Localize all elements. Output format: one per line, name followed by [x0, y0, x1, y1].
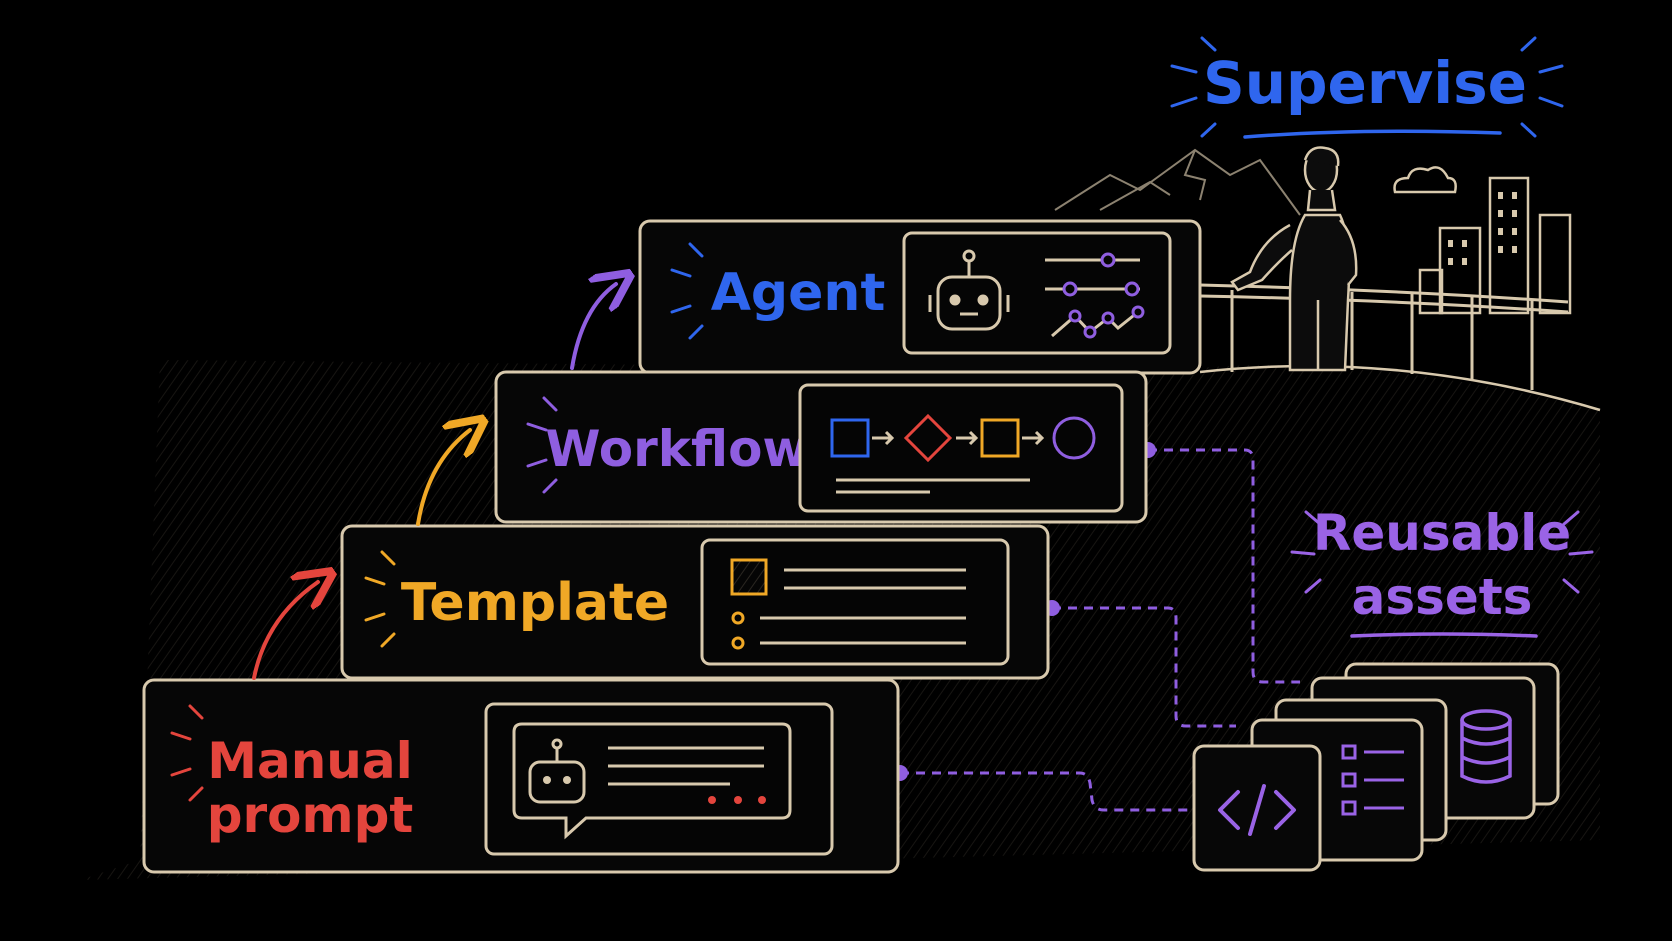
arrow-manual-to-template: [252, 582, 318, 680]
step-agent: Agent: [638, 219, 1202, 375]
asset-card-stack: [1192, 662, 1560, 872]
step-template: Template: [340, 524, 1050, 680]
city-skyline-illustration: [1418, 176, 1572, 315]
supervise-title: Supervise: [1170, 36, 1564, 139]
person-supervisor-icon: [1230, 146, 1358, 372]
step-arrows: [252, 284, 616, 680]
step-workflow: Workflow: [494, 370, 1148, 524]
step-workflow-label: Workflow: [545, 420, 808, 478]
step-agent-label: Agent: [711, 263, 886, 323]
template-list-icon: [730, 558, 966, 650]
cloud-icon: [1393, 166, 1457, 194]
reusable-assets-title: Reusable assets: [1290, 504, 1594, 638]
flow-shapes-icon: [830, 413, 1096, 494]
step-manual-label-line1: Manual: [207, 732, 413, 790]
arrow-workflow-to-agent: [570, 284, 616, 370]
mountains-illustration: [1054, 148, 1301, 216]
dashed-connectors: [900, 448, 1300, 812]
supervise-label: Supervise: [1203, 49, 1527, 117]
step-manual-label-line2: prompt: [207, 786, 414, 844]
reusable-label-line2: assets: [1352, 568, 1533, 626]
step-manual-prompt: Manual prompt: [142, 678, 900, 874]
reusable-label-line1: Reusable: [1313, 504, 1571, 562]
code-icon: [1218, 784, 1296, 836]
arrow-template-to-workflow: [416, 430, 470, 526]
step-template-label: Template: [401, 573, 669, 633]
chat-robot-icon: [512, 722, 792, 840]
balcony-railing: [1199, 283, 1601, 412]
database-icon: [1460, 709, 1512, 784]
checklist-icon: [1341, 744, 1404, 816]
